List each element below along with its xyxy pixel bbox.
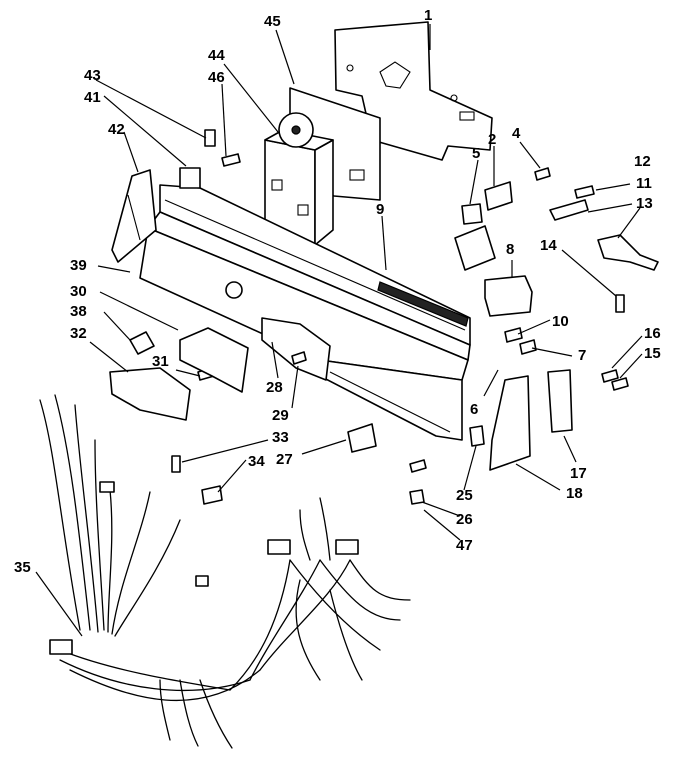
part-cap-38 [129, 331, 155, 355]
label-31: 31 [152, 353, 169, 370]
part-screw-29b [291, 351, 307, 365]
label-26: 26 [456, 511, 473, 528]
label-16: 16 [644, 325, 661, 342]
label-6: 6 [470, 401, 478, 418]
part-screw-10 [504, 327, 523, 343]
part-screw-16 [601, 369, 619, 383]
part-clip-27 [347, 423, 377, 453]
part-bracket-41 [179, 129, 216, 189]
part-console-panel [139, 184, 471, 441]
label-5: 5 [472, 145, 480, 162]
part-screw-14 [615, 294, 625, 313]
label-28: 28 [266, 379, 283, 396]
part-handle-28 [179, 327, 249, 393]
part-clip-47 [409, 489, 425, 505]
label-1: 1 [424, 7, 432, 24]
label-11: 11 [636, 175, 652, 192]
label-25: 25 [456, 487, 473, 504]
label-32: 32 [70, 325, 87, 342]
part-screw-12 [574, 185, 595, 199]
part-screw-7 [519, 339, 537, 355]
label-44: 44 [208, 47, 225, 64]
label-43: 43 [84, 67, 101, 84]
leader-lines [35, 24, 643, 637]
label-46: 46 [208, 69, 225, 86]
label-39: 39 [70, 257, 87, 274]
part-labels: 1 2 4 5 6 7 8 9 10 11 12 13 14 15 16 17 … [14, 7, 661, 576]
label-7: 7 [578, 347, 586, 364]
label-45: 45 [264, 13, 281, 30]
label-35: 35 [14, 559, 31, 576]
part-left-end-cap [111, 169, 157, 263]
part-clip-34 [201, 485, 223, 505]
part-right-end-cap [489, 375, 531, 471]
part-bracket-11 [549, 199, 589, 221]
part-screw-15 [611, 377, 629, 391]
label-13: 13 [636, 195, 653, 212]
label-34: 34 [248, 453, 265, 470]
part-switch [454, 181, 513, 271]
part-housing-32 [109, 367, 191, 421]
part-timer [264, 87, 381, 246]
label-8: 8 [506, 241, 514, 258]
label-15: 15 [644, 345, 661, 362]
label-33: 33 [272, 429, 289, 446]
part-screw-4 [534, 167, 551, 181]
label-2: 2 [488, 131, 496, 148]
part-duct-29 [261, 317, 331, 381]
label-38: 38 [70, 303, 87, 320]
part-bracket-17 [547, 369, 573, 433]
part-knob-30 [225, 281, 243, 299]
label-10: 10 [552, 313, 569, 330]
label-29: 29 [272, 407, 289, 424]
part-clip-25 [469, 425, 485, 447]
part-screw-33 [171, 455, 181, 473]
label-17: 17 [570, 465, 587, 482]
label-14: 14 [540, 237, 557, 254]
part-wire-harness [39, 394, 411, 749]
label-30: 30 [70, 283, 87, 300]
label-41: 41 [84, 89, 101, 106]
label-9: 9 [376, 201, 384, 218]
part-block-8 [484, 275, 533, 317]
label-42: 42 [108, 121, 125, 138]
part-screw-26 [409, 459, 427, 473]
label-27: 27 [276, 451, 293, 468]
label-47: 47 [456, 537, 473, 554]
label-4: 4 [512, 125, 521, 142]
label-12: 12 [634, 153, 651, 170]
part-lever-13 [597, 234, 659, 271]
label-18: 18 [566, 485, 583, 502]
part-screw-46 [221, 153, 241, 167]
